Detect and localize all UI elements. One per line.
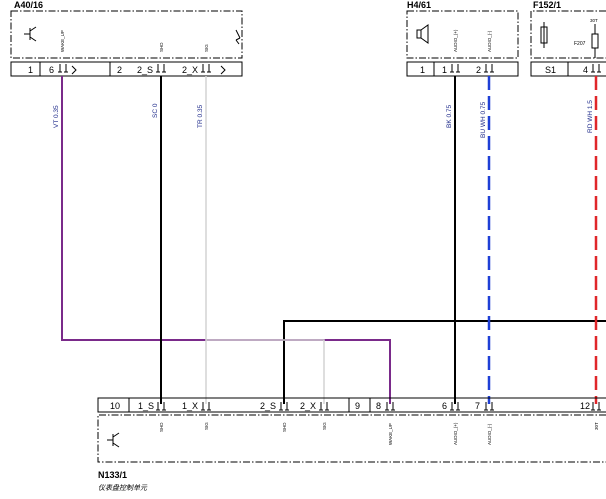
wire-vt-label: VT 0.35 <box>53 105 60 128</box>
h4-signal-audio-m: AUDIO_(-) <box>487 30 492 52</box>
component-a40-label: A40/16 <box>14 0 43 10</box>
component-h4-61[interactable]: H4/61 AUDIO_(+) AUDIO_(-) 1 1 2 <box>406 0 519 77</box>
wire-vt[interactable] <box>61 76 391 404</box>
n133-signal-audio-p: AUDIO_(+) <box>453 422 458 445</box>
fuse-f207-symbol <box>591 24 599 58</box>
wire-sc-label: SC 0 <box>152 103 159 118</box>
n133-pin-1s: 1_S <box>138 401 154 411</box>
a40-pin-2: 2 <box>117 65 122 75</box>
signal-shd-label: SHD <box>159 42 164 52</box>
h4-pin-1b: 1 <box>442 65 447 75</box>
transistor-icon <box>24 26 37 42</box>
h4-signal-audio-p: AUDIO_(+) <box>453 29 458 52</box>
h4-pin-2: 2 <box>476 65 481 75</box>
component-n133-box <box>97 414 606 463</box>
n133-pin-1x: 1_X <box>182 401 198 411</box>
fuse-30t-label: 30T <box>590 18 598 23</box>
wires <box>61 76 606 404</box>
n133-pin-2x: 2_X <box>300 401 316 411</box>
a40-pin-2s: 2_S <box>137 65 153 75</box>
n133-pin-marks <box>156 402 601 411</box>
component-h4-pin-bar <box>406 61 519 77</box>
wire-tr-label: TR 0.35 <box>197 104 204 128</box>
component-a40-box <box>10 10 243 59</box>
n133-pin-6: 6 <box>442 401 447 411</box>
h4-pin-marks <box>450 64 494 73</box>
a40-pin-marks <box>58 64 226 75</box>
n133-signal-sig2: SIG <box>322 422 327 430</box>
n133-pin-12: 12 <box>580 401 590 411</box>
f152-pin-4: 4 <box>583 65 588 75</box>
fuse-icon <box>540 22 548 48</box>
n133-signal-shd1: SHD <box>159 422 164 432</box>
a40-pin-2x: 2_X <box>182 65 198 75</box>
wire-tr-branch[interactable] <box>206 339 325 404</box>
wire-rd-label: RD WH 1.5 <box>587 100 594 133</box>
component-f152-box <box>530 10 606 59</box>
n133-pin-9: 9 <box>355 401 360 411</box>
n133-signal-sig1: SIG <box>204 422 209 430</box>
component-h4-box <box>406 10 519 59</box>
a40-pin-6: 6 <box>49 65 54 75</box>
n133-pin-2s: 2_S <box>260 401 276 411</box>
h4-pin-1a: 1 <box>420 65 425 75</box>
a40-pin-1: 1 <box>28 65 33 75</box>
wire-bu-label: BU WH 0.75 <box>480 101 487 138</box>
n133-pin-8: 8 <box>376 401 381 411</box>
n133-pin-7: 7 <box>475 401 480 411</box>
wire-bk-label: BK 0.75 <box>446 104 453 128</box>
component-a40-16[interactable]: A40/16 WAKE_UP SHD SIG 1 6 2 2_S 2_X <box>10 0 243 77</box>
speaker-icon <box>416 24 429 44</box>
n133-pin-10: 10 <box>110 401 120 411</box>
signal-sig-label: SIG <box>204 44 209 52</box>
f152-pin-marks <box>591 64 601 73</box>
component-h4-label: H4/61 <box>407 0 431 10</box>
component-a40-pin-bar <box>10 61 243 77</box>
component-f152-label: F152/1 <box>533 0 561 10</box>
n133-signal-30t: 30T <box>594 422 599 430</box>
component-n133-1[interactable]: 10 1_S 1_X 2_S 2_X 9 8 6 7 12 SHD SIG SH… <box>97 397 606 492</box>
wire-shield-branch[interactable] <box>283 320 606 404</box>
signal-wake-up-label: WAKE_UP <box>60 30 65 52</box>
antenna-icon <box>235 29 241 45</box>
n133-signal-wake: WAKE_UP <box>388 423 393 445</box>
transistor-icon <box>107 432 120 448</box>
component-n133-pin-bar <box>97 397 606 413</box>
f152-pin-s1: S1 <box>545 65 556 75</box>
component-n133-label: N133/1 <box>98 470 127 480</box>
n133-signal-shd2: SHD <box>282 422 287 432</box>
n133-signal-audio-m: AUDIO_(-) <box>487 423 492 445</box>
component-f152-1[interactable]: F152/1 30T F207 S1 4 <box>530 0 606 77</box>
component-n133-subtitle: 仪表盘控制单元 <box>98 484 148 492</box>
fuse-f207-label: F207 <box>574 41 586 47</box>
